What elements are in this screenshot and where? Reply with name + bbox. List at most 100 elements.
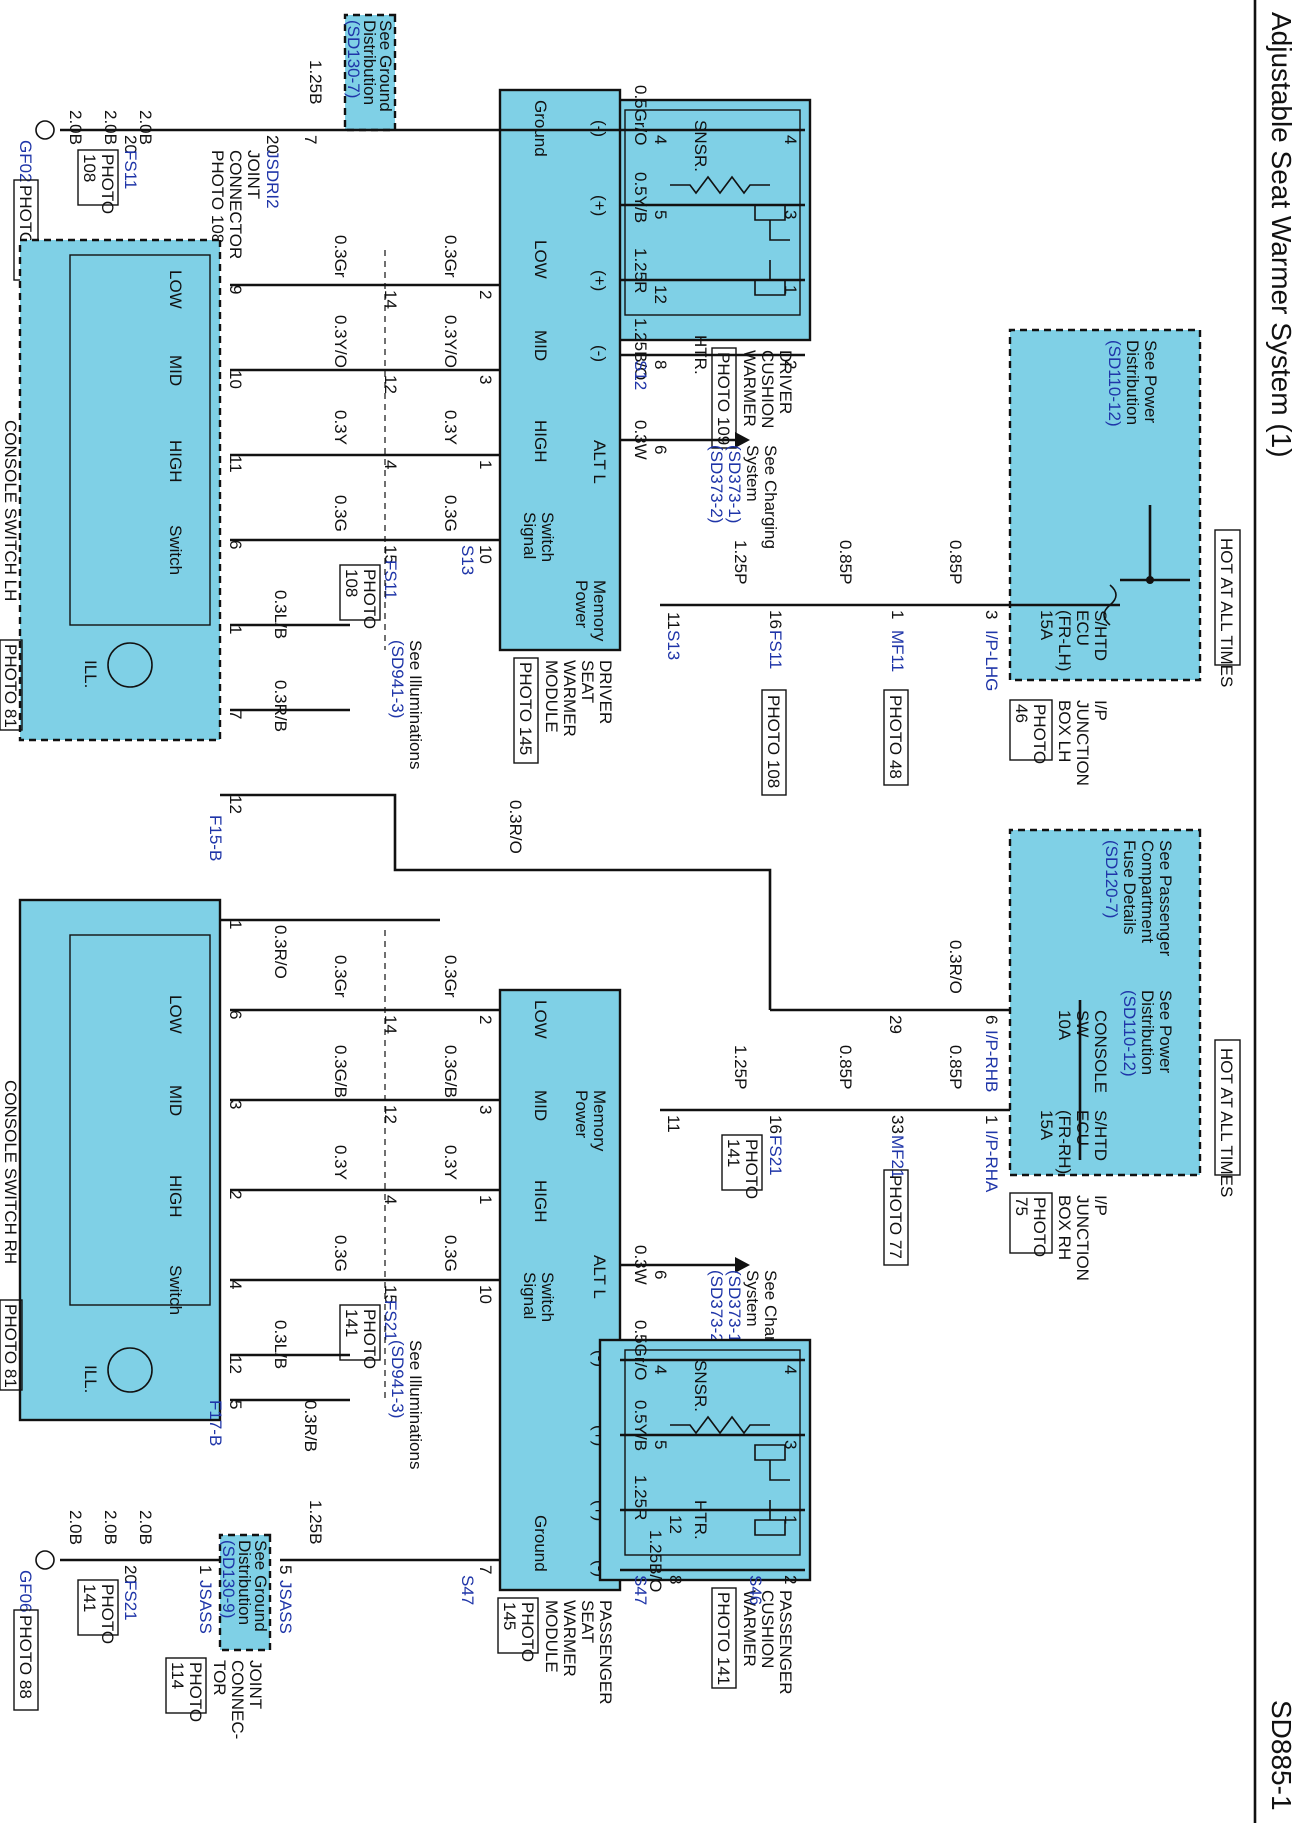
rh-sw-ill: ILL. xyxy=(81,1365,100,1393)
lh-sw-ill: ILL. xyxy=(81,660,100,688)
driver-label-high: HIGH xyxy=(531,420,550,463)
passenger-conn-s46: S46 xyxy=(746,1575,765,1605)
passenger-joint-photo-frame xyxy=(165,1657,207,1714)
ground-dist-rh xyxy=(218,1533,272,1652)
driver-mod-pin-8: 8 xyxy=(651,360,670,369)
rh-switch-photo: PHOTO 81 xyxy=(1,1304,20,1388)
power-ref-rh-code: (SD110-12) xyxy=(1120,990,1139,1077)
rh-fs21-photo-1: PHOTO xyxy=(742,1139,761,1199)
lh-sw-pin-6: 6 xyxy=(226,540,245,549)
driver-label-switch: Switch xyxy=(538,512,557,562)
gf06-wire-20b-a: 2.0B xyxy=(136,1510,155,1545)
rh-sw-high: HIGH xyxy=(166,1175,185,1218)
gf06-wire-20b-c: 2.0B xyxy=(66,1510,85,1545)
driver-wire-05gro: 0.5Gr/O xyxy=(631,85,650,145)
lh-conn-s13-bottom: S13 xyxy=(458,545,477,575)
lh-inline-pin-12: 12 xyxy=(381,375,400,394)
passenger-cush-pin-1: 1 xyxy=(781,1515,800,1524)
lh-sw-switch: Switch xyxy=(166,525,185,575)
passenger-joint-pin-1: 1 xyxy=(196,1565,215,1574)
gf02-pin-20: 20 xyxy=(121,135,140,154)
hot-at-all-times-rh: HOT AT ALL TIMES xyxy=(1217,1048,1236,1197)
gf06-conn-fs21: FS21 xyxy=(121,1580,140,1621)
console-switch-lh-inner xyxy=(69,254,211,626)
driver-mod-pin-5: 5 xyxy=(651,210,670,219)
driver-mod-pin-6: 6 xyxy=(651,445,670,454)
rh-fuse-1: S/HTD xyxy=(1091,1110,1110,1161)
passenger-cushion-name-2: CUSHION xyxy=(758,1590,777,1668)
gf02-label: GF02 xyxy=(16,140,35,183)
driver-charging-2: System xyxy=(743,445,762,502)
driver-cushion-photo: PHOTO 109 xyxy=(714,352,733,445)
driver-label-ground: Ground xyxy=(531,100,550,157)
lh-wire-085p-b: 0.85P xyxy=(836,540,855,584)
rh-wire-03ro-a: 0.3R/O xyxy=(946,940,965,994)
rh-switch-name: CONSOLE SWITCH RH xyxy=(1,1080,20,1264)
driver-conn-s12: S12 xyxy=(631,360,650,390)
driver-label-plus-1: (+) xyxy=(590,195,609,216)
lh-fuse-3: (FR-LH) xyxy=(1055,610,1074,671)
lh-wire-03y-b: 0.3Y xyxy=(331,410,350,445)
rh-wire-03lb: 0.3L/B xyxy=(271,1320,290,1369)
rh-sw-pin-2: 2 xyxy=(226,1190,245,1199)
lh-switch-name: CONSOLE SWITCH LH xyxy=(1,420,20,601)
power-ref-lh-code: (SD110-12) xyxy=(1105,340,1124,427)
hot-at-all-times-lh: HOT AT ALL TIMES xyxy=(1217,538,1236,687)
lh-inline-pin-15: 15 xyxy=(381,545,400,564)
passenger-joint-jsass-a: JSASS xyxy=(276,1580,295,1634)
console-switch-lh xyxy=(18,238,222,742)
driver-cushion-photo-frame xyxy=(711,347,737,449)
lh-jb-photo-1: PHOTO xyxy=(1030,704,1049,764)
passenger-charging-code-1: (SD373-1) xyxy=(725,1270,744,1348)
passenger-cushion-name-3: WARMER xyxy=(740,1590,759,1667)
driver-mod-pin-7: 7 xyxy=(301,135,320,144)
lh-photo48-frame xyxy=(883,689,909,786)
driver-cush-pin-3: 3 xyxy=(781,210,800,219)
rh-sw-mid: MID xyxy=(166,1085,185,1116)
driver-cush-pin-4: 4 xyxy=(781,135,800,144)
passenger-cushion-inner xyxy=(624,1349,801,1556)
lh-wire-03g-b: 0.3G xyxy=(331,495,350,532)
passenger-cush-pin-2: 2 xyxy=(781,1575,800,1584)
gf06-photo-2: 141 xyxy=(80,1584,99,1612)
driver-charging-code-1: (SD373-1) xyxy=(725,445,744,523)
lh-inline-pin-4: 4 xyxy=(381,460,400,469)
lh-jb-photo-frame xyxy=(1009,699,1053,761)
lh-mod-pin-2: 2 xyxy=(476,290,495,299)
rh-jb-1: I/P xyxy=(1091,1195,1110,1216)
rh-photo77: PHOTO 77 xyxy=(886,1175,905,1259)
rh-conn-f17b: F17-B xyxy=(206,1400,225,1446)
lh-fuse-2: ECU xyxy=(1073,610,1092,646)
passenger-module-name-2: SEAT xyxy=(578,1600,597,1643)
driver-module-name-2: SEAT xyxy=(578,660,597,703)
rh-pin-1: 1 xyxy=(982,1115,1001,1124)
lh-pin-11: 11 xyxy=(664,612,683,630)
rh-pin-33: 33 xyxy=(888,1115,907,1134)
rh-fs21-photo-frame xyxy=(721,1134,763,1191)
lh-wire-03y-a: 0.3Y xyxy=(441,410,460,445)
driver-module-name-4: MODULE xyxy=(542,660,561,733)
lh-pin-mf11: 1 xyxy=(888,610,907,619)
console-switch-rh-inner xyxy=(69,934,211,1306)
passenger-mod-pin-4: 4 xyxy=(651,1365,670,1374)
rh-jb-3: BOX RH xyxy=(1055,1195,1074,1260)
passenger-cushion-photo: PHOTO 141 xyxy=(714,1592,733,1685)
lh-switch-photo-frame xyxy=(0,639,23,731)
rh-wire-03y-b: 0.3Y xyxy=(331,1145,350,1180)
lh-inline-pin-14: 14 xyxy=(381,290,400,309)
ip-junction-box-rh xyxy=(1008,828,1202,1177)
ip-junction-box-lh xyxy=(1008,328,1202,682)
lh-wire-03lb: 0.3L/B xyxy=(271,590,290,639)
passenger-module-name-3: WARMER xyxy=(560,1600,579,1677)
lh-pin-3: 3 xyxy=(982,610,1001,619)
driver-joint-name-3: PHOTO 108 xyxy=(208,150,227,243)
driver-wire-125r: 1.25R xyxy=(631,248,650,293)
lh-wire-125p: 1.25P xyxy=(731,540,750,584)
passenger-sensor-resistor xyxy=(670,1415,770,1435)
ground-dist-lh xyxy=(343,13,397,132)
rh-conn-iprha: I/P-RHA xyxy=(982,1130,1001,1193)
lh-pin-16: 16 xyxy=(766,610,785,629)
driver-cush-pin-1: 1 xyxy=(781,285,800,294)
passenger-mod-pin-5: 5 xyxy=(651,1440,670,1449)
